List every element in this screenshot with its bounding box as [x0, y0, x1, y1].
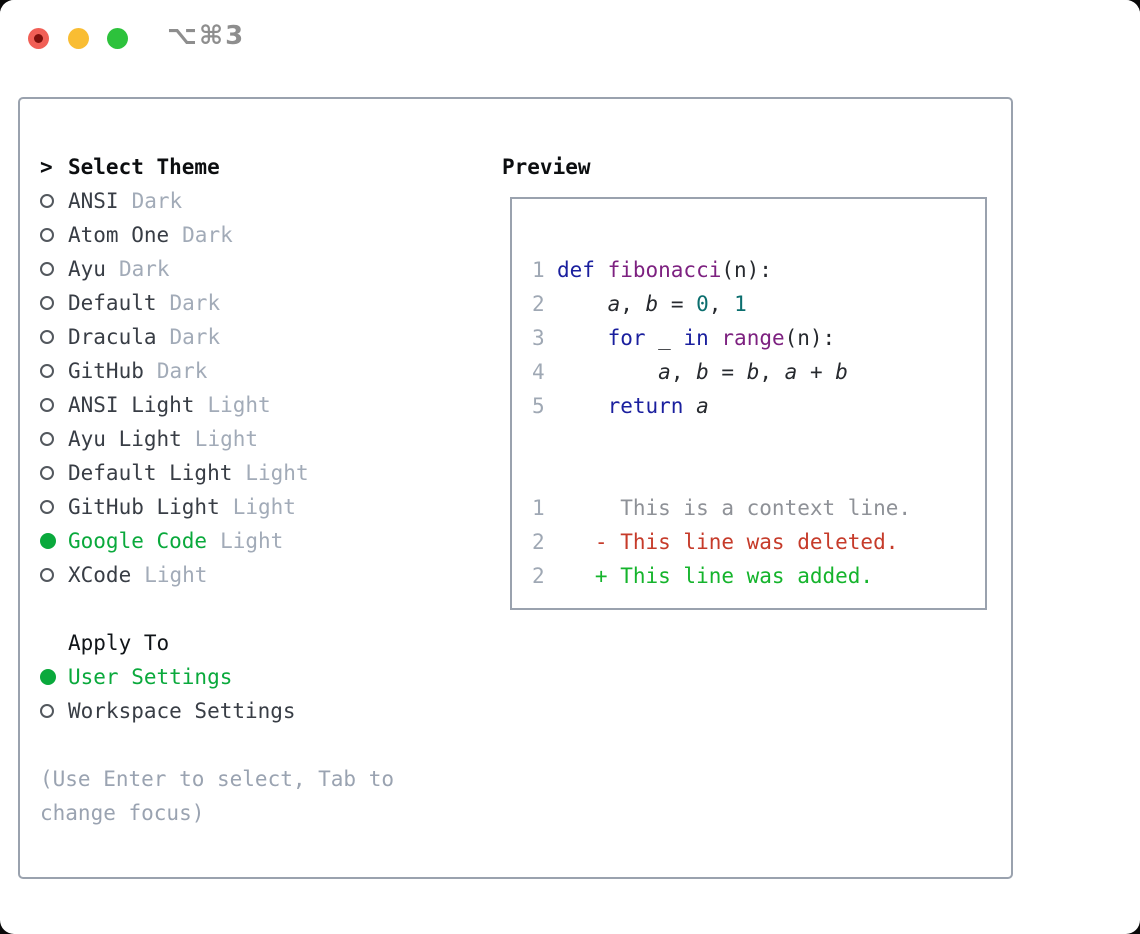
theme-name: Dracula	[68, 325, 157, 349]
radio-icon-selected	[40, 533, 56, 549]
theme-variant: Light	[220, 529, 284, 553]
theme-name: Default Light	[68, 461, 233, 485]
code-line: 3 for _ in range(n):	[532, 321, 985, 355]
minimize-button[interactable]	[68, 28, 89, 49]
diff-added-text: + This line was added.	[557, 564, 874, 588]
radio-icon-selected	[40, 669, 56, 685]
help-text: (Use Enter to select, Tab to change focu…	[40, 767, 395, 825]
radio-icon	[40, 500, 54, 514]
theme-name: Atom One	[68, 223, 170, 247]
theme-name: XCode	[68, 563, 132, 587]
line-number: 3	[532, 326, 545, 350]
theme-variant: Dark	[169, 325, 221, 349]
theme-option-default-dark[interactable]: Default Dark	[40, 286, 480, 320]
apply-option-label: User Settings	[68, 665, 233, 689]
theme-option-xcode-light[interactable]: XCode Light	[40, 558, 480, 592]
theme-variant: Light	[232, 495, 296, 519]
theme-variant: Light	[207, 393, 271, 417]
radio-icon	[40, 262, 54, 276]
theme-name: Ayu	[68, 257, 106, 281]
apply-to-header: Apply To	[40, 626, 480, 660]
theme-option-github-dark[interactable]: GitHub Dark	[40, 354, 480, 388]
diff-deleted-line: 2 - This line was deleted.	[532, 525, 985, 559]
radio-icon	[40, 228, 54, 242]
theme-option-atom-one-dark[interactable]: Atom One Dark	[40, 218, 480, 252]
line-number: 4	[532, 360, 545, 384]
line-number: 1	[532, 258, 545, 282]
theme-option-google-code-light[interactable]: Google Code Light	[40, 524, 480, 558]
preview-title: Preview	[502, 155, 591, 179]
theme-variant: Light	[194, 427, 259, 451]
line-number: 1	[532, 496, 545, 520]
theme-name: ANSI Light	[68, 393, 195, 417]
theme-list: > Select Theme ANSI Dark Atom One Dark A…	[40, 150, 480, 830]
diff-deleted-text: - This line was deleted.	[557, 530, 899, 554]
diff-added-line: 2 + This line was added.	[532, 559, 985, 593]
close-button[interactable]	[28, 28, 49, 49]
theme-option-ayu-light[interactable]: Ayu Light Light	[40, 422, 480, 456]
code-line: 5 return a	[532, 389, 985, 423]
apply-to-title: Apply To	[68, 631, 170, 655]
code-line: 2 a, b = 0, 1	[532, 287, 985, 321]
theme-variant: Dark	[156, 359, 208, 383]
window-title: ⌥⌘3	[167, 21, 246, 51]
theme-variant: Dark	[169, 291, 221, 315]
zoom-button[interactable]	[107, 28, 128, 49]
radio-icon	[40, 194, 54, 208]
line-number: 2	[532, 530, 545, 554]
radio-icon	[40, 364, 54, 378]
theme-variant: Light	[245, 461, 309, 485]
radio-icon	[40, 330, 54, 344]
apply-option-label: Workspace Settings	[68, 699, 296, 723]
radio-icon	[40, 398, 54, 412]
radio-icon	[40, 568, 54, 582]
code-line: 1 def fibonacci(n):	[532, 253, 985, 287]
theme-option-ansi-dark[interactable]: ANSI Dark	[40, 184, 480, 218]
diff-context-text: This is a context line.	[557, 496, 912, 520]
theme-variant: Light	[144, 563, 208, 587]
select-theme-header: > Select Theme	[40, 150, 480, 184]
theme-name: GitHub	[68, 359, 144, 383]
theme-variant: Dark	[131, 189, 183, 213]
theme-option-ansi-light[interactable]: ANSI Light Light	[40, 388, 480, 422]
theme-option-dracula-dark[interactable]: Dracula Dark	[40, 320, 480, 354]
select-theme-title: Select Theme	[68, 155, 220, 179]
window-titlebar: ⌥⌘3	[0, 0, 1140, 78]
theme-option-github-light[interactable]: GitHub Light Light	[40, 490, 480, 524]
apply-option-user-settings[interactable]: User Settings	[40, 660, 480, 694]
diff-context-line: 1 This is a context line.	[532, 491, 985, 525]
radio-icon	[40, 466, 54, 480]
line-number: 5	[532, 394, 545, 418]
radio-icon	[40, 432, 54, 446]
diff-preview: 1 This is a context line. 2 - This line …	[532, 491, 985, 593]
theme-name: ANSI	[68, 189, 119, 213]
theme-name: Default	[68, 291, 157, 315]
theme-variant: Dark	[182, 223, 233, 247]
line-number: 2	[532, 292, 545, 316]
theme-variant: Dark	[118, 257, 170, 281]
theme-option-ayu-dark[interactable]: Ayu Dark	[40, 252, 480, 286]
code-line: 4 a, b = b, a + b	[532, 355, 985, 389]
focus-caret: >	[40, 155, 53, 179]
theme-name: GitHub Light	[68, 495, 220, 519]
radio-icon	[40, 296, 54, 310]
theme-name: Ayu Light	[68, 427, 182, 451]
theme-name: Google Code	[68, 529, 208, 553]
theme-option-default-light[interactable]: Default Light Light	[40, 456, 480, 490]
line-number: 2	[532, 564, 545, 588]
radio-icon	[40, 704, 54, 718]
apply-option-workspace-settings[interactable]: Workspace Settings	[40, 694, 480, 728]
preview-pane: 1 def fibonacci(n): 2 a, b = 0, 1 3 for …	[510, 197, 987, 610]
theme-picker-panel: > Select Theme ANSI Dark Atom One Dark A…	[18, 97, 1013, 879]
